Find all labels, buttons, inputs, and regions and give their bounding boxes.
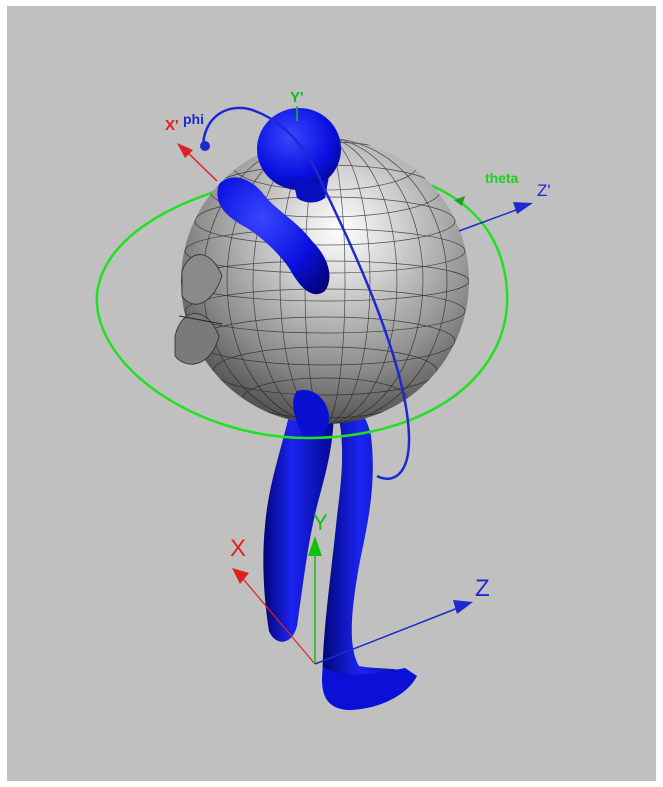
local-x-arrow (177, 143, 193, 158)
local-axes[interactable] (177, 106, 533, 232)
3d-viewport[interactable]: X' Y' Z' phi theta X Y Z (7, 6, 656, 781)
world-x-arrow (232, 568, 249, 584)
world-y-label: Y (313, 510, 328, 535)
world-x-label: X (230, 535, 246, 562)
theta-handle (454, 196, 465, 206)
local-y-label: Y' (290, 89, 304, 106)
local-z-arrow (513, 202, 533, 214)
character-head[interactable] (257, 108, 341, 203)
theta-ring-front[interactable] (95, 290, 509, 440)
theta-label: theta (485, 170, 519, 186)
local-z-label: Z' (537, 181, 551, 200)
phi-label: phi (183, 111, 204, 127)
character-legs[interactable] (263, 386, 417, 710)
character-shoulders[interactable] (217, 177, 330, 440)
world-y-arrow (308, 536, 322, 556)
local-x-label: X' (165, 117, 179, 134)
world-axes[interactable] (232, 536, 473, 665)
world-z-arrow (453, 600, 473, 614)
scene-canvas[interactable]: X' Y' Z' phi theta X Y Z (7, 6, 656, 781)
phi-arc[interactable] (201, 106, 411, 481)
phi-handle[interactable] (200, 141, 210, 151)
world-z-label: Z (475, 575, 490, 602)
